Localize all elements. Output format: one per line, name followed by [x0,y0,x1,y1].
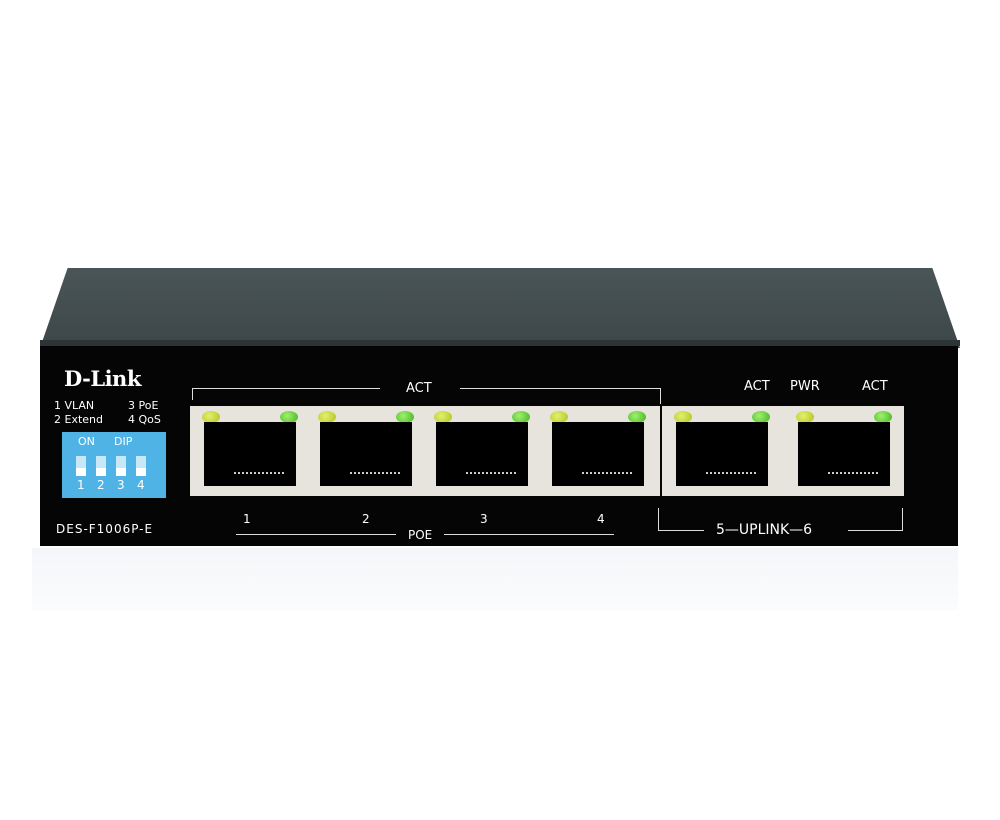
uplink-ports-block [662,406,904,496]
dip-num-3: 3 [117,478,125,492]
port-number-1: 1 [243,512,251,526]
led-link-4 [550,411,568,423]
dip-label: DIP [114,435,133,448]
pwr-label: PWR [790,379,820,394]
act-label-poe: ACT [406,381,432,396]
led-link-5 [674,411,692,423]
port-number-3: 3 [480,512,488,526]
port-number-4: 4 [597,512,605,526]
uplink-bracket-right-tick [902,508,903,531]
rj45-jack-4 [552,422,644,486]
port-5[interactable] [666,406,776,492]
uplink-bracket-right [848,530,902,531]
dip-switch-4[interactable] [136,456,146,476]
act-bracket-left [192,388,380,389]
dip-legend-1: 1 VLAN [54,399,95,412]
port-2[interactable] [310,406,420,492]
led-link-2 [318,411,336,423]
led-link-3 [434,411,452,423]
switch-top-surface [40,268,960,348]
rj45-jack-1 [204,422,296,486]
led-act-1 [280,411,298,423]
rj45-jack-6 [798,422,890,486]
port-6[interactable] [788,406,898,492]
dip-switch-1[interactable] [76,456,86,476]
port-1[interactable] [194,406,304,492]
poe-bracket-left [236,534,396,535]
poe-label: POE [408,528,433,542]
model-number: DES-F1006P-E [56,522,154,536]
act-bracket-right [460,388,660,389]
dip-num-4: 4 [137,478,145,492]
dip-switch-block: ON DIP 1 2 3 4 [62,432,166,498]
led-act-2 [396,411,414,423]
led-act-6 [874,411,892,423]
rj45-jack-2 [320,422,412,486]
led-act-3 [512,411,530,423]
port-4[interactable] [542,406,652,492]
act-label-uplink-5: ACT [744,379,770,394]
act-bracket-right-tick [660,388,661,404]
surface-reflection [32,548,958,610]
dip-legend-left: 1 VLAN 2 Extend [54,399,103,427]
dip-switch-3[interactable] [116,456,126,476]
dip-num-1: 1 [77,478,85,492]
rj45-jack-3 [436,422,528,486]
dip-legend-right: 3 PoE 4 QoS [128,399,161,427]
dip-num-2: 2 [97,478,105,492]
port-number-2: 2 [362,512,370,526]
uplink-label: 5—UPLINK—6 [716,522,813,538]
brand-logo: D-Link [64,366,141,391]
dip-legend-3: 3 PoE [128,399,159,412]
poe-ports-block [190,406,660,496]
switch-front-panel: D-Link 1 VLAN 2 Extend 3 PoE 4 QoS ON DI… [40,346,958,546]
led-act-5 [752,411,770,423]
poe-bracket-right [444,534,614,535]
uplink-bracket-left-tick [658,508,659,530]
uplink-bracket-left [658,530,704,531]
dip-switch-2[interactable] [96,456,106,476]
dip-legend-2: 2 Extend [54,413,103,426]
dip-legend-4: 4 QoS [128,413,161,426]
port-3[interactable] [426,406,536,492]
act-bracket-left-tick [192,388,193,400]
switch-top-edge [40,340,960,346]
act-label-uplink-6: ACT [862,379,888,394]
led-link-1 [202,411,220,423]
led-pwr [796,411,814,423]
led-act-4 [628,411,646,423]
rj45-jack-5 [676,422,768,486]
dip-on-label: ON [78,435,95,448]
